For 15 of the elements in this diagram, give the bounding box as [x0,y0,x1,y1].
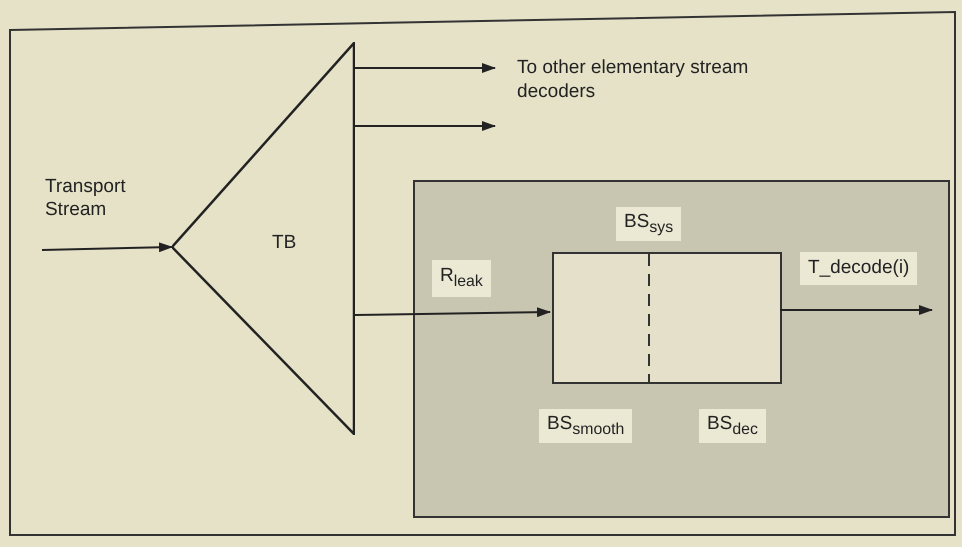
destination-text: To other elementary stream decoders [517,56,750,104]
edge-label: R$_{leak}$ [432,260,491,297]
buffer-part-label: BS$_{dec}$ [699,409,766,443]
buffer-part-label: BS$_{smooth}$ [539,409,632,443]
arrow [42,242,173,252]
buffer-triangle [172,42,355,435]
arrow [354,307,551,318]
edge-label: T_decode(i) [800,252,918,285]
edge-label: Transport Stream [45,176,127,222]
decoder-panel [413,180,950,518]
arrow [355,63,496,73]
buffer-heading: BS$_{sys}$ [616,207,682,241]
arrow [355,121,496,131]
buffer-label: TB [272,232,296,254]
arrow [780,305,933,315]
